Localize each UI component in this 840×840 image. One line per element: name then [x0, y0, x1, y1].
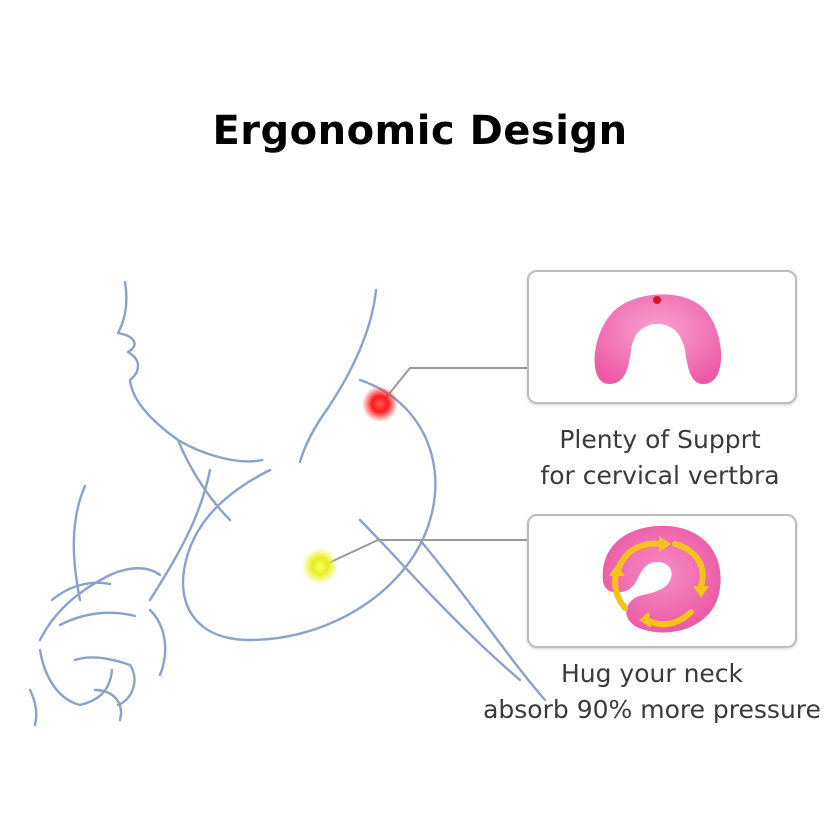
feature-line1: Hug your neck [560, 659, 744, 688]
pillow-panel-bottom [527, 514, 797, 648]
leader-line-top [379, 367, 527, 406]
feature-line1: Plenty of Supprt [559, 425, 761, 454]
yellow-marker [302, 548, 338, 584]
pillow-panel-top [527, 270, 797, 404]
u-pillow-top-view [594, 294, 722, 385]
u-pillow-hug-view [602, 525, 721, 633]
feature-line2: absorb 90% more pressure [483, 695, 821, 724]
feature-line2: for cervical vertbra [540, 461, 780, 490]
leader-line-bottom [319, 539, 527, 568]
red-marker [362, 386, 398, 422]
feature-caption-bottom: Hug your neck absorb 90% more pressure [477, 656, 827, 728]
feature-caption-top: Plenty of Supprt for cervical vertbra [527, 422, 793, 494]
page-title: Ergonomic Design [212, 108, 628, 154]
neck-sketch [28, 280, 547, 727]
circular-arrow-icon [612, 540, 706, 628]
